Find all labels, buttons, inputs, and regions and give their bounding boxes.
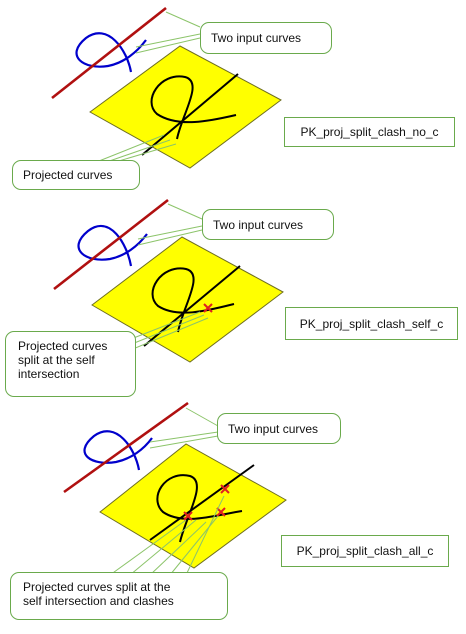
input-curve-blue: [83, 430, 153, 471]
input-line-red: [53, 198, 169, 291]
leaders-input: [135, 11, 201, 54]
input-curves-callout: Two input curves: [202, 209, 334, 240]
projected-curve-loop: [151, 267, 235, 333]
function-name-label: PK_proj_split_clash_no_c: [284, 117, 455, 147]
panel-all-clash: [63, 401, 287, 576]
split-marker: [203, 303, 213, 313]
projected-curve-loop: [156, 474, 243, 543]
leaders-projected: [109, 495, 225, 576]
input-line-red: [51, 6, 167, 100]
input-curves-callout: Two input curves: [200, 22, 332, 54]
projected-curves-callout: Projected curves split at the self inter…: [5, 331, 136, 397]
input-curve-blue: [77, 224, 148, 267]
split-marker: [216, 507, 226, 517]
split-marker: [183, 511, 193, 521]
leaders-input: [149, 407, 219, 449]
panel-self-clash: [53, 198, 284, 363]
projection-plane: [89, 45, 282, 169]
split-marker: [220, 484, 230, 494]
projected-curves-callout: Projected curves: [12, 160, 140, 190]
leaders-input: [137, 203, 203, 246]
input-line-red: [63, 401, 189, 494]
projected-line: [149, 464, 255, 541]
projected-curves-callout: Projected curves split at the self inter…: [10, 572, 228, 620]
input-curve-blue: [75, 32, 147, 73]
projected-curve-loop: [150, 75, 237, 140]
projected-line: [141, 73, 239, 156]
projection-plane: [91, 236, 284, 363]
input-curves-callout: Two input curves: [217, 413, 341, 444]
function-name-label: PK_proj_split_clash_all_c: [281, 535, 449, 567]
function-name-label: PK_proj_split_clash_self_c: [285, 307, 458, 340]
